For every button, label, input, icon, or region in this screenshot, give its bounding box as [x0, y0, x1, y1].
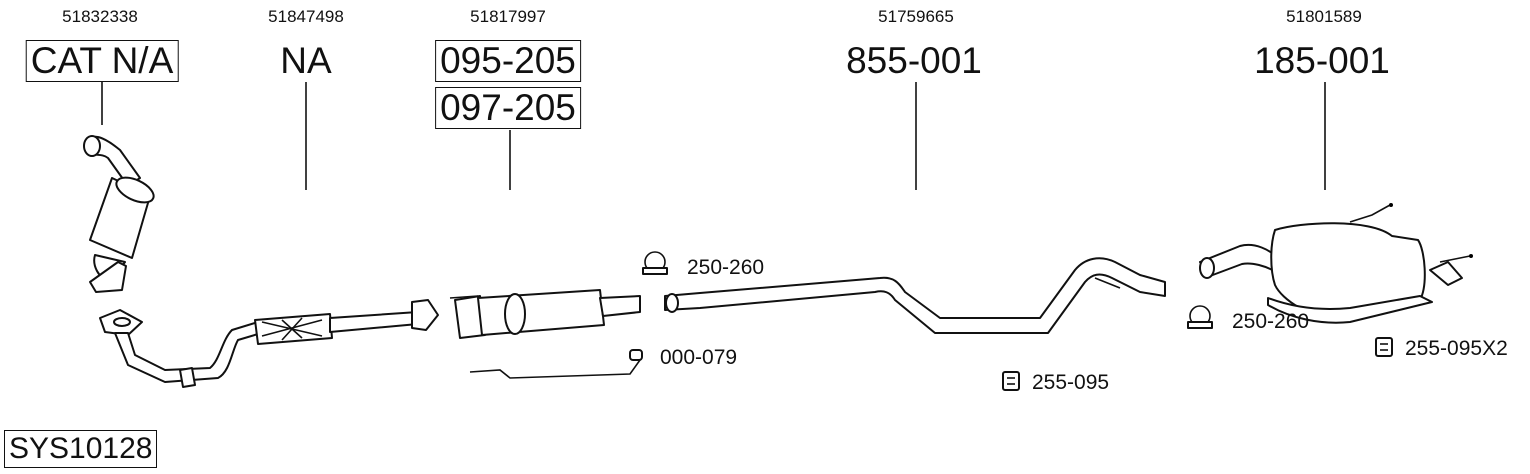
accessory-code[interactable]: 255-095X2	[1405, 337, 1508, 360]
oe-number: 51801589	[1286, 7, 1362, 26]
part-code[interactable]: 097-205	[435, 87, 581, 129]
part-code[interactable]: 855-001	[846, 40, 982, 81]
oe-number: 51847498	[268, 7, 344, 26]
rubber-mount-icon	[1002, 371, 1020, 391]
oe-number: 51832338	[62, 7, 138, 26]
system-code: SYS10128	[4, 430, 158, 468]
catalytic-converter-icon	[83, 135, 155, 293]
rubber-mount-icon	[1375, 337, 1393, 357]
part-code[interactable]: 095-205	[435, 40, 581, 82]
sensor-pipe-icon	[469, 349, 643, 379]
part-code[interactable]: 185-001	[1254, 40, 1390, 81]
oe-number: 51759665	[878, 7, 954, 26]
accessory-code[interactable]: 250-260	[1232, 310, 1310, 333]
clamp-icon	[1187, 305, 1213, 329]
accessory-code[interactable]: 250-260	[687, 256, 765, 279]
part-code[interactable]: NA	[280, 40, 332, 81]
rear-muffler-icon	[1199, 203, 1473, 324]
front-pipe-icon	[99, 299, 439, 388]
accessory-code[interactable]: 255-095	[1032, 371, 1110, 394]
particulate-filter-icon	[449, 289, 641, 339]
middle-pipe-icon	[664, 257, 1166, 334]
clamp-icon	[642, 251, 668, 275]
accessory-code[interactable]: 000-079	[660, 346, 738, 369]
part-code[interactable]: CAT N/A	[25, 40, 179, 82]
oe-number: 51817997	[470, 7, 546, 26]
